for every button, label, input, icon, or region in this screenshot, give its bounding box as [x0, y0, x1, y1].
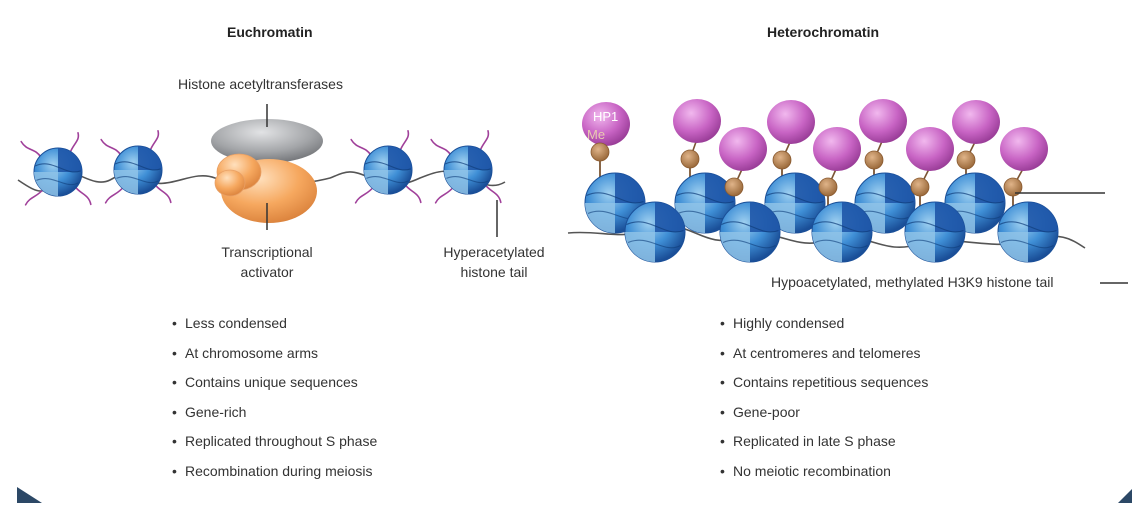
hp1-protein — [906, 127, 954, 171]
methyl-mark — [864, 150, 884, 170]
euchromatin-feature-list: Less condensed At chromosome arms Contai… — [172, 313, 377, 490]
heterochromatin-feature-list: Highly condensed At centromeres and telo… — [720, 313, 928, 490]
list-item: Replicated throughout S phase — [172, 431, 377, 461]
euchromatin-title: Euchromatin — [227, 24, 313, 40]
nucleosome — [20, 132, 92, 206]
transcriptional-activator-label-line2: activator — [240, 264, 294, 280]
hp1-protein — [813, 127, 861, 171]
nucleosome — [350, 130, 422, 204]
nucleosome — [854, 172, 916, 234]
hp1-label: HP1 — [593, 109, 619, 124]
transcriptional-activator-label: Transcriptional activator — [212, 242, 322, 282]
list-item: No meiotic recombination — [720, 461, 928, 491]
hp1-protein — [719, 127, 767, 171]
methyl-mark — [956, 150, 976, 170]
methyl-mark — [818, 177, 838, 197]
methyl-mark — [910, 177, 930, 197]
list-item: At centromeres and telomeres — [720, 343, 928, 373]
nucleosome — [674, 172, 736, 234]
euchromatin-nucleosomes — [20, 130, 502, 206]
heterochromatin-title: Heterochromatin — [767, 24, 880, 40]
list-item: At chromosome arms — [172, 343, 377, 373]
nucleosome — [719, 201, 781, 263]
hp1-protein — [673, 99, 721, 143]
methyl-mark — [590, 142, 610, 162]
transcriptional-activator-lobe-small — [214, 169, 246, 197]
list-item: Gene-rich — [172, 402, 377, 432]
list-item: Gene-poor — [720, 402, 928, 432]
methyl-marks — [590, 142, 1023, 197]
hp1-protein — [952, 100, 1000, 144]
hp1-proteins — [582, 99, 1048, 171]
histone-acetyltransferases-label: Histone acetyltransferases — [178, 76, 343, 92]
methyl-mark — [724, 177, 744, 197]
methyl-label: Me — [587, 127, 606, 142]
hp1-protein — [859, 99, 907, 143]
list-item: Recombination during meiosis — [172, 461, 377, 491]
methyl-mark — [772, 150, 792, 170]
hyperacetylated-tail-label-line1: Hyperacetylated — [443, 244, 545, 260]
hp1-protein — [582, 102, 630, 146]
nucleosome — [997, 201, 1059, 263]
hyperacetylated-tail-label-line2: histone tail — [460, 264, 528, 280]
nucleosome — [430, 130, 502, 204]
nucleosome — [100, 130, 172, 204]
methyl-mark — [680, 149, 700, 169]
transcriptional-activator-label-line1: Transcriptional — [221, 244, 313, 260]
heterochromatin-nucleosomes — [584, 172, 1059, 263]
hyperacetylated-tail-label: Hyperacetylated histone tail — [430, 242, 558, 282]
slide-corner-right — [1118, 489, 1132, 503]
list-item: Less condensed — [172, 313, 377, 343]
slide-corner-left — [17, 487, 42, 503]
nucleosome — [624, 201, 686, 263]
nucleosome — [764, 172, 826, 234]
list-item: Contains unique sequences — [172, 372, 377, 402]
hp1-protein — [1000, 127, 1048, 171]
list-item: Highly condensed — [720, 313, 928, 343]
nucleosome — [904, 201, 966, 263]
hp1-protein — [767, 100, 815, 144]
nucleosome — [811, 201, 873, 263]
list-item: Contains repetitious sequences — [720, 372, 928, 402]
methyl-mark — [1003, 177, 1023, 197]
list-item: Replicated in late S phase — [720, 431, 928, 461]
hypoacetylated-tail-label: Hypoacetylated, methylated H3K9 histone … — [771, 274, 1054, 290]
histone-acetyltransferase-shape — [211, 119, 323, 163]
